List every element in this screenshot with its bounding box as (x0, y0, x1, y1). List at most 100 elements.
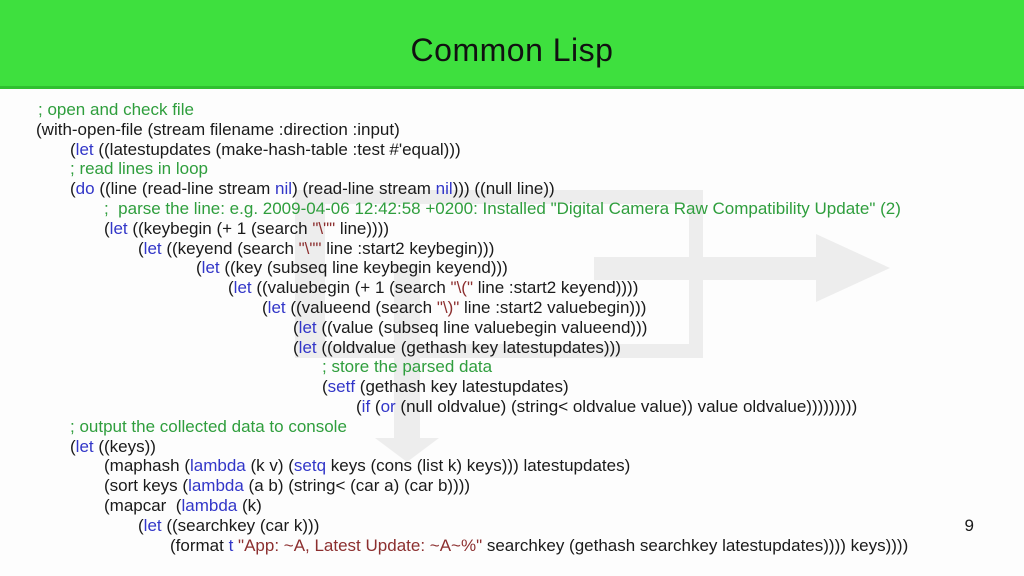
code-segment-plain: ((keys)) (93, 436, 156, 456)
code-segment-string: "\"" (298, 238, 322, 258)
code-segment-plain: keys (cons (list k) keys))) latestupdate… (326, 456, 631, 476)
code-segment-keyword: nil (275, 179, 293, 199)
code-segment-plain: (format (170, 535, 229, 555)
page-number: 9 (964, 516, 974, 535)
code-segment-keyword: let (109, 218, 128, 238)
code-segment-plain: line)))) (335, 218, 390, 238)
code-segment-keyword: setf (327, 377, 356, 397)
code-segment-plain: ))) ((null line)) (452, 179, 555, 199)
code-segment-plain: ( (70, 139, 76, 159)
code-segment-plain: ( (228, 278, 234, 298)
code-segment-comment: ; open and check file (38, 100, 194, 119)
code-line: (mapcar (lambda (k) (0, 496, 1024, 516)
code-segment-plain: ((key (subseq line keybegin keyend))) (219, 258, 508, 278)
code-line: (let ((valueend (search "\)" line :start… (0, 298, 1024, 318)
code-segment-plain: line :start2 valuebegin))) (459, 297, 647, 317)
code-segment-keyword: setq (293, 456, 327, 476)
code-segment-plain: line :start2 keybegin))) (321, 238, 495, 258)
code-segment-keyword: let (267, 297, 286, 317)
code-line: (sort keys (lambda (a b) (string< (car a… (0, 476, 1024, 496)
code-segment-plain: searchkey (gethash searchkey latestupdat… (482, 535, 909, 555)
code-line: (maphash (lambda (k v) (setq keys (cons … (0, 456, 1024, 476)
code-segment-plain: ((keybegin (+ 1 (search (127, 218, 313, 238)
code-segment-plain: ( (70, 179, 76, 199)
code-line: (if (or (null oldvalue) (string< oldvalu… (0, 397, 1024, 417)
code-line: (do ((line (read-line stream nil) (read-… (0, 179, 1024, 199)
code-segment-plain: line :start2 keyend)))) (473, 278, 639, 298)
code-segment-plain: ((latestupdates (make-hash-table :test #… (93, 139, 461, 159)
code-segment-string: "\(" (450, 278, 474, 298)
code-segment-plain: ( (370, 396, 381, 416)
code-segment-comment: ; read lines in loop (70, 159, 208, 179)
code-segment-plain: (maphash ( (104, 456, 190, 476)
code-segment-keyword: let (233, 278, 252, 298)
code-segment-keyword: let (298, 317, 317, 337)
code-segment-plain: ( (104, 218, 110, 238)
code-segment-keyword: let (143, 515, 162, 535)
code-line: (let ((keybegin (+ 1 (search "\"" line))… (0, 219, 1024, 239)
slide-title: Common Lisp (410, 31, 614, 68)
code-line: (setf (gethash key latestupdates) (0, 377, 1024, 397)
code-segment-keyword: let (143, 238, 162, 258)
code-segment-keyword: lambda (188, 476, 244, 496)
code-segment-plain: (gethash key latestupdates) (355, 377, 569, 397)
code-line: (let ((value (subseq line valuebegin val… (0, 318, 1024, 338)
code-segment-keyword: t (228, 535, 234, 555)
code-line: ; read lines in loop (0, 159, 1024, 179)
code-segment-plain: ( (356, 396, 362, 416)
code-segment-plain: (k) (237, 495, 262, 515)
code-line: (let ((latestupdates (make-hash-table :t… (0, 140, 1024, 160)
code-line: (let ((keyend (search "\"" line :start2 … (0, 239, 1024, 259)
code-segment-plain: ((value (subseq line valuebegin valueend… (316, 317, 648, 337)
code-segment-plain: ( (293, 337, 299, 357)
code-segment-plain: ( (138, 238, 144, 258)
code-segment-plain: ( (70, 436, 76, 456)
code-segment-plain: ((searchkey (car k))) (161, 515, 320, 535)
code-segment-keyword: let (298, 337, 317, 357)
code-segment-plain: (mapcar ( (104, 495, 182, 515)
code-segment-plain: ( (196, 258, 202, 278)
code-segment-plain: (null oldvalue) (string< oldvalue value)… (395, 396, 858, 416)
code-line: ; output the collected data to console (0, 417, 1024, 437)
code-line: (let ((valuebegin (+ 1 (search "\(" line… (0, 278, 1024, 298)
right-arrow-head-icon (816, 234, 890, 302)
code-segment-comment: ; store the parsed data (322, 357, 493, 377)
code-line: (let ((searchkey (car k))) (0, 516, 1024, 536)
code-segment-plain: ((line (read-line stream (94, 179, 276, 199)
code-segment-plain: ( (293, 317, 299, 337)
code-line: ; parse the line: e.g. 2009-04-06 12:42:… (0, 199, 1024, 219)
right-arrow-icon (594, 257, 816, 280)
code-segment-string: "App: ~A, Latest Update: ~A~%" (238, 535, 483, 555)
code-segment-keyword: or (380, 396, 396, 416)
code-segment-keyword: let (75, 139, 94, 159)
code-line: (with-open-file (stream filename :direct… (0, 120, 1024, 140)
code-segment-plain: ( (138, 515, 144, 535)
code-segment-plain: (sort keys ( (104, 476, 189, 496)
code-segment-string: "\"" (312, 218, 336, 238)
code-segment-plain: (k v) ( (245, 456, 294, 476)
code-segment-plain: ((oldvalue (gethash key latestupdates))) (316, 337, 621, 357)
code-segment-keyword: let (201, 258, 220, 278)
code-segment-plain: (with-open-file (stream filename :direct… (36, 119, 400, 139)
code-segment-comment: ; parse the line: e.g. 2009-04-06 12:42:… (104, 198, 901, 218)
code-line: ; open and check file (0, 100, 1024, 120)
down-arrow-head-icon (375, 438, 439, 462)
code-segment-keyword: if (361, 396, 371, 416)
code-line: (let ((keys)) (0, 437, 1024, 457)
code-segment-comment: ; output the collected data to console (70, 416, 347, 436)
code-line: ; store the parsed data (0, 357, 1024, 377)
code-segment-keyword: let (75, 436, 94, 456)
code-segment-plain: ((valuebegin (+ 1 (search (251, 278, 451, 298)
code-segment-plain: (a b) (string< (car a) (car b)))) (243, 476, 471, 496)
code-segment-plain: ( (322, 377, 328, 397)
slide-header: Common Lisp (0, 0, 1024, 89)
code-segment-keyword: do (75, 179, 95, 199)
code-segment-keyword: lambda (189, 456, 246, 476)
code-line: (let ((oldvalue (gethash key latestupdat… (0, 338, 1024, 358)
code-segment-plain: ((valueend (search (285, 297, 437, 317)
code-segment-plain: ) (read-line stream (292, 179, 436, 199)
down-arrow-icon (394, 264, 420, 438)
code-segment-plain: ( (262, 297, 268, 317)
code-line: (format t "App: ~A, Latest Update: ~A~%"… (0, 536, 1024, 556)
code-segment-string: "\)" (436, 297, 460, 317)
